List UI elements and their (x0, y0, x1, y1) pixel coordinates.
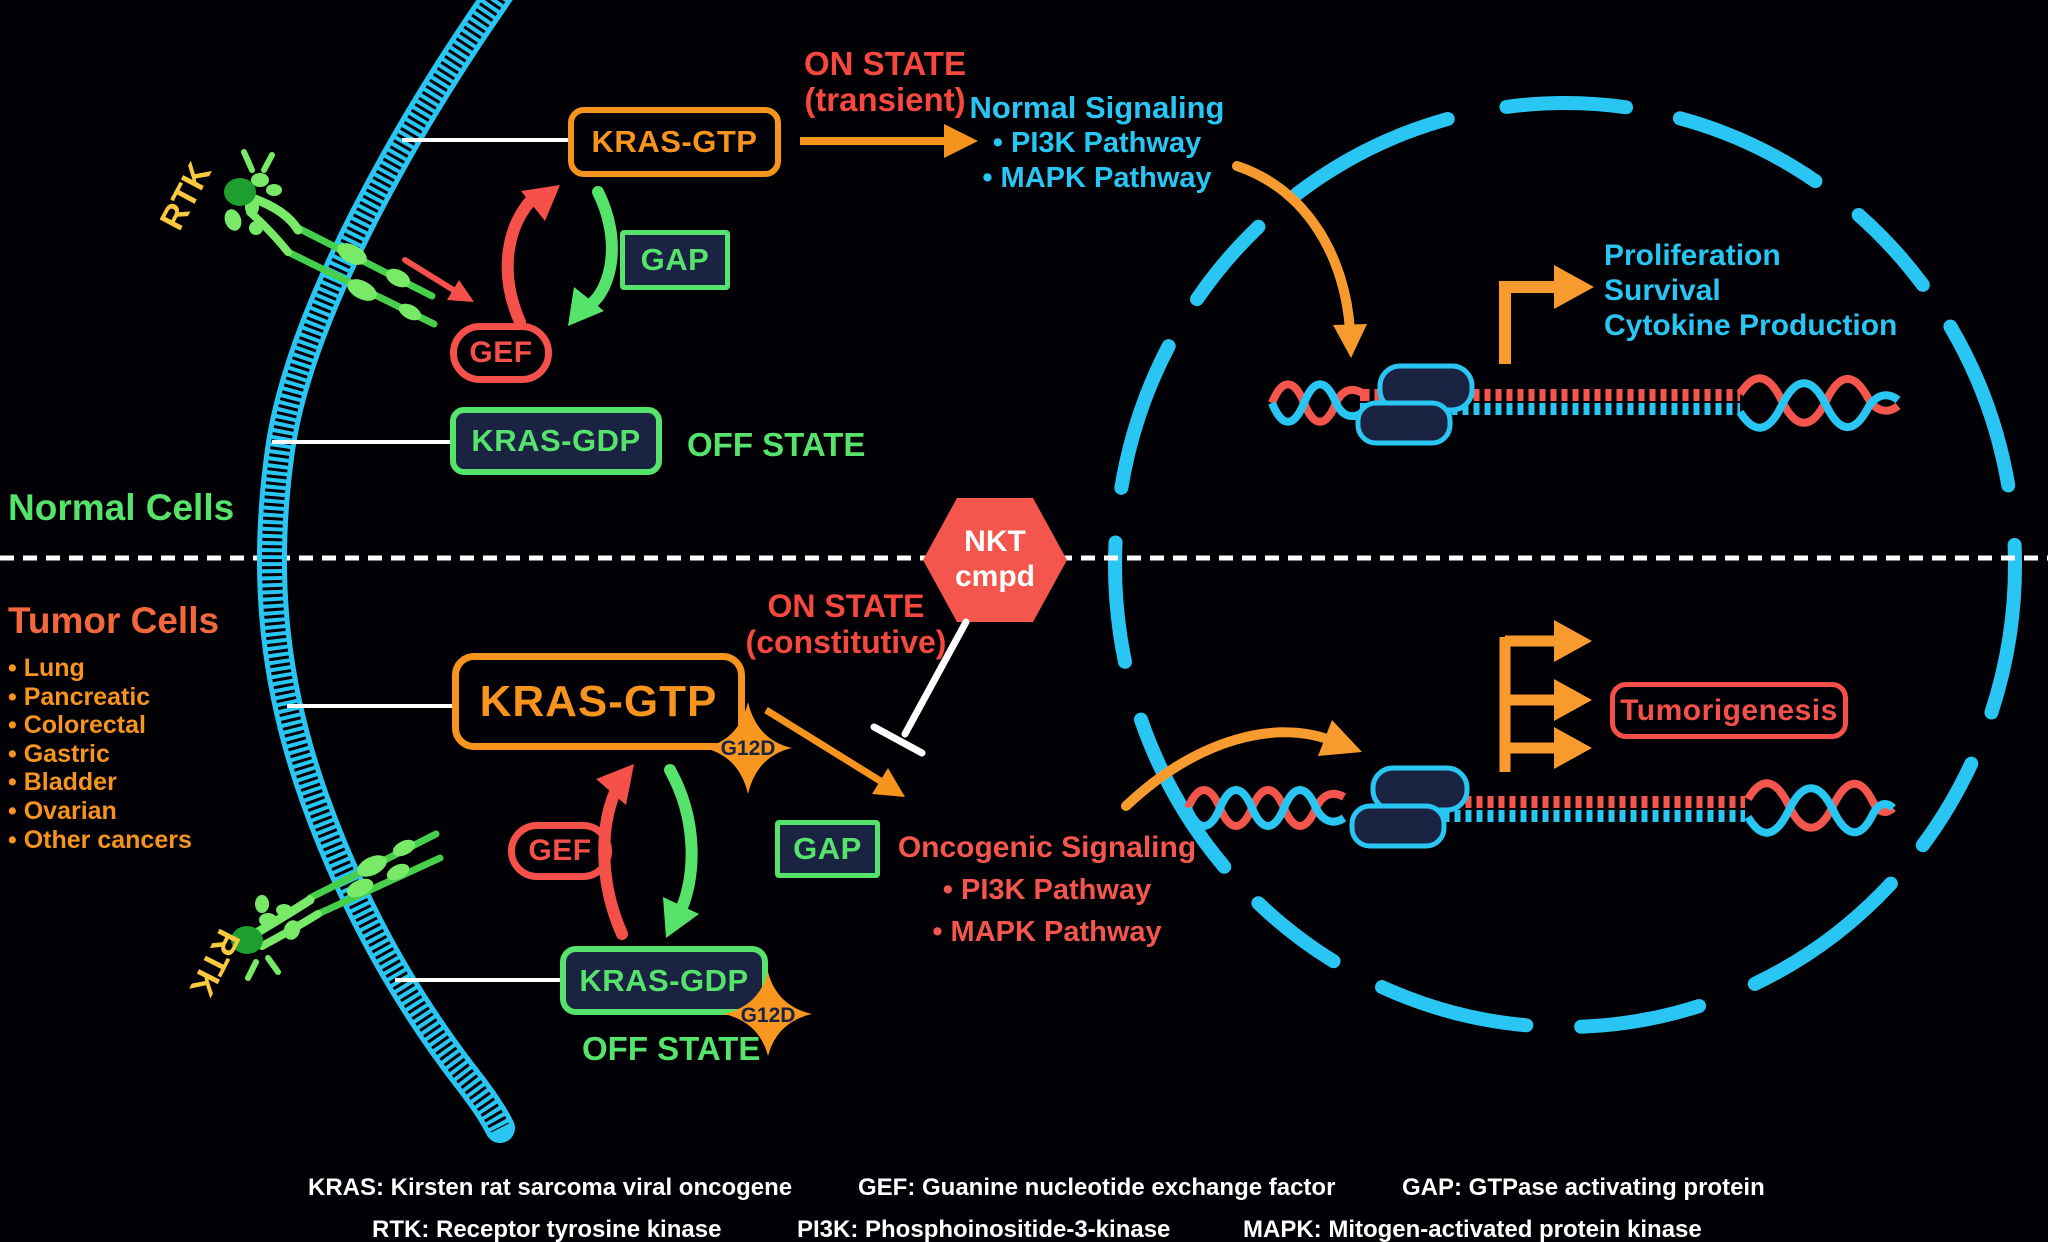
kras-gdp-box-tumor: KRAS-GDP (560, 946, 768, 1015)
bullet-icon: • (8, 682, 17, 711)
pathway-label: MAPK Pathway (1000, 162, 1212, 194)
cancer-label: Ovarian (23, 796, 117, 825)
list-item: • Pancreatic (8, 683, 192, 712)
mapk-pathway-item: • MAPK Pathway (952, 161, 1242, 196)
gap-box-tumor: GAP (775, 820, 880, 878)
cancer-label: Gastric (23, 739, 110, 768)
on-state-note: (constitutive) (745, 624, 947, 660)
transcription-factor-icon (1355, 400, 1453, 446)
on-state-text: ON STATE (767, 588, 925, 624)
oncogenic-signaling-block: Oncogenic Signaling • PI3K Pathway • MAP… (890, 827, 1204, 953)
normal-outcomes-block: Proliferation Survival Cytokine Producti… (1604, 238, 1897, 343)
bullet-icon: • (8, 825, 17, 854)
on-state-note: (transient) (804, 81, 966, 118)
list-item: • Gastric (8, 740, 192, 769)
list-item: • Bladder (8, 768, 192, 797)
bullet-icon: • (8, 711, 17, 740)
dna-strand-tumor-icon (1184, 765, 1896, 849)
cancer-label: Bladder (23, 768, 117, 797)
on-state-constitutive-label: ON STATE (constitutive) (716, 588, 976, 660)
normal-signaling-block: Normal Signaling • PI3K Pathway • MAPK P… (952, 89, 1242, 196)
dna-strand-normal-icon (1268, 363, 1901, 446)
off-state-label-normal: OFF STATE (687, 426, 866, 463)
bullet-icon: • (932, 916, 943, 948)
legend-gef: GEF: Guanine nucleotide exchange factor (858, 1174, 1336, 1201)
cancer-label: Pancreatic (23, 682, 151, 711)
gef-box-normal: GEF (450, 323, 552, 383)
bullet-icon: • (982, 162, 993, 194)
normal-signaling-title: Normal Signaling (969, 90, 1225, 125)
tumor-cells-heading: Tumor Cells (8, 600, 220, 641)
kras-gtp-box-tumor: KRAS-GTP (452, 653, 745, 750)
pathway-label: PI3K Pathway (1011, 127, 1202, 159)
bullet-icon: • (8, 739, 17, 768)
legend-pi3k: PI3K: Phosphoinositide-3-kinase (797, 1216, 1171, 1242)
transcription-factor-icon (1349, 803, 1447, 849)
tumorigenesis-box: Tumorigenesis (1610, 682, 1848, 739)
pathway-label: PI3K Pathway (961, 874, 1152, 906)
nkt-text: NKT (964, 525, 1026, 558)
legend-rtk: RTK: Receptor tyrosine kinase (372, 1216, 722, 1242)
outcome-cytokine: Cytokine Production (1604, 309, 1898, 342)
on-state-transient-label: ON STATE (transient) (760, 46, 1010, 118)
gef-box-tumor: GEF (508, 822, 612, 880)
bullet-icon: • (8, 768, 17, 797)
kras-gtp-box-normal: KRAS-GTP (568, 107, 781, 177)
legend-kras: KRAS: Kirsten rat sarcoma viral oncogene (308, 1174, 793, 1201)
on-state-text: ON STATE (804, 45, 966, 82)
cancer-type-list: • Lung • Pancreatic • Colorectal • Gastr… (8, 654, 192, 854)
pathway-label: MAPK Pathway (950, 916, 1162, 948)
mapk-pathway-item: • MAPK Pathway (890, 911, 1204, 953)
gap-box-normal: GAP (620, 230, 730, 290)
list-item: • Other cancers (8, 826, 192, 855)
cancer-label: Other cancers (23, 825, 192, 854)
list-item: • Colorectal (8, 711, 192, 740)
kras-gdp-box-normal: KRAS-GDP (450, 407, 662, 475)
outcome-survival: Survival (1604, 274, 1721, 307)
normal-cells-heading: Normal Cells (8, 487, 235, 528)
legend-mapk: MAPK: Mitogen-activated protein kinase (1243, 1216, 1702, 1242)
list-item: • Lung (8, 654, 192, 683)
pi3k-pathway-item: • PI3K Pathway (952, 126, 1242, 161)
legend-gap: GAP: GTPase activating protein (1402, 1174, 1765, 1201)
bullet-icon: • (8, 654, 17, 682)
nkt-compound-label: NKT cmpd (925, 524, 1065, 594)
cmpd-text: cmpd (954, 560, 1035, 593)
nucleus-membrane-circle (1108, 96, 2022, 1034)
rtk-receptor-icon-tumor (231, 830, 444, 981)
cancer-label: Colorectal (23, 711, 146, 740)
nkt-compound-hexagon (923, 498, 1067, 622)
off-state-label-tumor: OFF STATE (582, 1030, 761, 1067)
pi3k-pathway-item: • PI3K Pathway (890, 869, 1204, 911)
bullet-icon: • (942, 874, 953, 906)
list-item: • Ovarian (8, 797, 192, 826)
bullet-icon: • (8, 796, 17, 825)
cancer-label: Lung (23, 654, 85, 682)
outcome-proliferation: Proliferation (1604, 239, 1781, 272)
cell-membrane-icon (256, 0, 515, 1143)
oncogenic-signaling-title: Oncogenic Signaling (897, 831, 1197, 864)
bullet-icon: • (992, 127, 1003, 159)
